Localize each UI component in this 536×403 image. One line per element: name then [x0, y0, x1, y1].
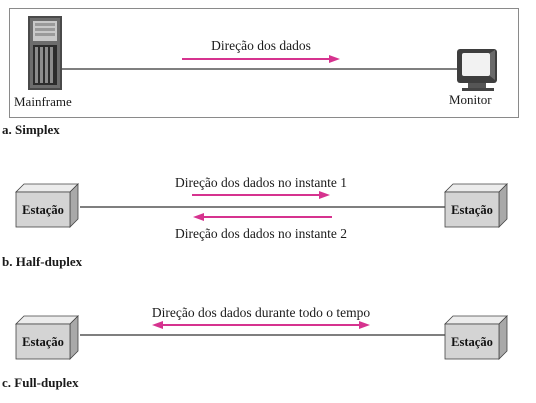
svg-text:Estação: Estação	[22, 203, 64, 217]
mainframe-label: Mainframe	[14, 94, 72, 109]
half-duplex-arrow-2-label: Direção dos dados no instante 2	[174, 226, 348, 241]
full-duplex-arrow-label: Direção dos dados durante todo o tempo	[151, 305, 371, 320]
simplex-panel	[9, 8, 519, 118]
half-duplex-arrow-1	[192, 191, 330, 199]
mainframe-icon	[28, 16, 62, 90]
half-duplex-left-station: Estação	[15, 183, 79, 228]
half-duplex-caption: b. Half-duplex	[2, 254, 83, 269]
half-duplex-arrow-2	[193, 213, 332, 221]
monitor-icon	[457, 49, 497, 91]
monitor-label: Monitor	[449, 92, 492, 107]
simplex-arrow	[182, 55, 340, 63]
simplex-caption: a. Simplex	[2, 122, 60, 137]
simplex-arrow-label: Direção dos dados	[211, 38, 311, 53]
half-duplex-arrow-1-label: Direção dos dados no instante 1	[174, 175, 348, 190]
full-duplex-left-station: Estação	[15, 315, 79, 360]
half-duplex-right-station: Estação	[444, 183, 508, 228]
full-duplex-caption: c. Full-duplex	[2, 375, 79, 390]
svg-text:Estação: Estação	[22, 335, 64, 349]
full-duplex-arrow	[152, 321, 370, 329]
svg-text:Estação: Estação	[451, 335, 493, 349]
svg-text:Estação: Estação	[451, 203, 493, 217]
full-duplex-right-station: Estação	[444, 315, 508, 360]
